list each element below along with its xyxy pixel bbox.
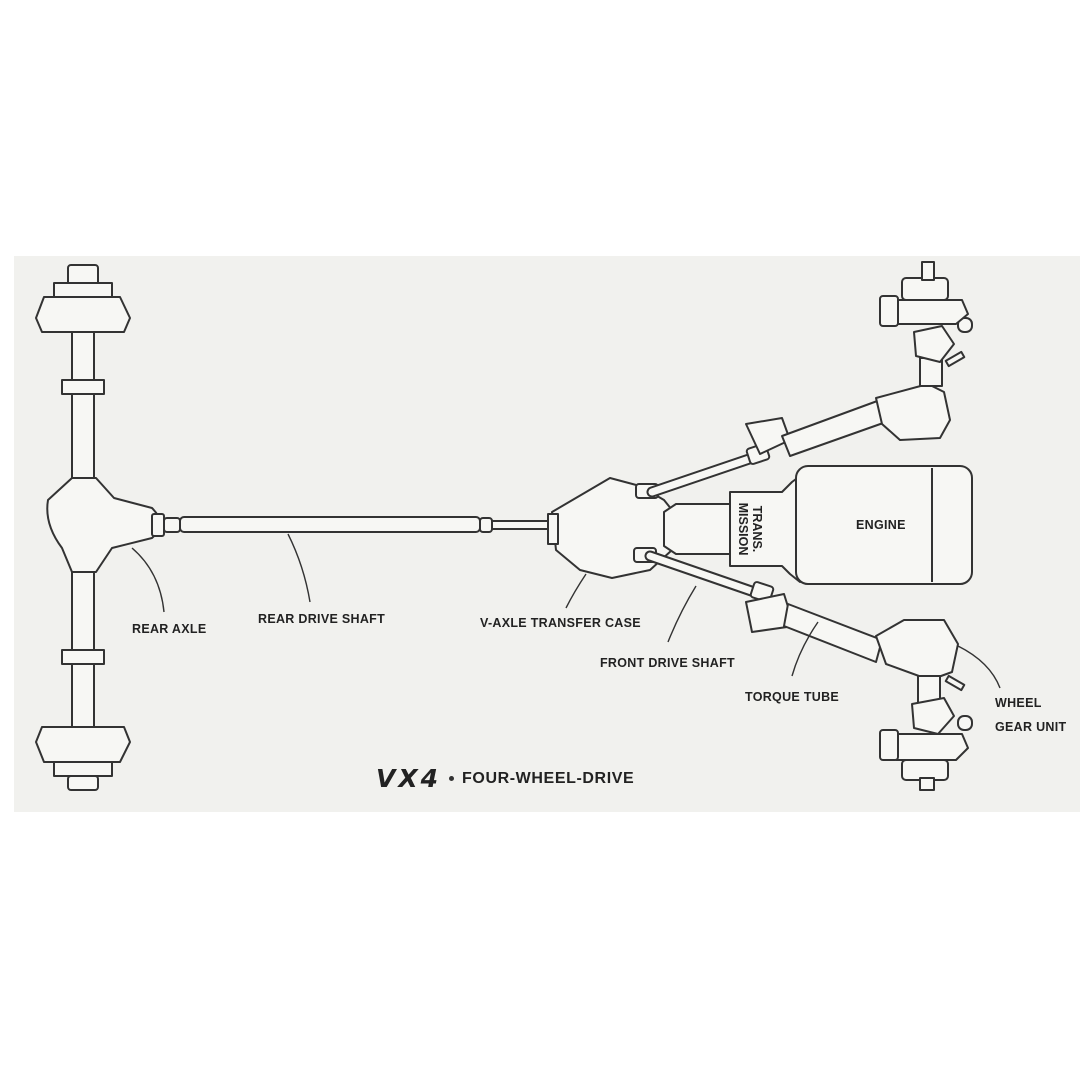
label-gear-unit: GEAR UNIT	[995, 720, 1067, 734]
caption-model-name: VX4	[376, 764, 442, 793]
rear-axle-upper-tube	[71, 331, 95, 479]
rear-bottom-wheel-hub	[35, 726, 131, 791]
leader-rear-axle	[131, 547, 165, 613]
label-transmission: TRANS. MISSION	[736, 494, 764, 564]
leader-wheel-gear-unit	[957, 645, 1001, 689]
label-transfer-case: V-AXLE TRANSFER CASE	[480, 616, 641, 630]
engine	[795, 465, 973, 585]
label-wheel: WHEEL	[995, 696, 1042, 710]
diagram-caption: VX4 FOUR-WHEEL-DRIVE	[376, 764, 634, 793]
label-transmission-line1: TRANS.	[750, 505, 764, 553]
rear-axle-lower-collar	[61, 649, 105, 665]
rear-drive-shaft	[179, 516, 553, 533]
label-rear-axle: REAR AXLE	[132, 622, 207, 636]
caption-bullet	[449, 776, 455, 781]
lower-torque-tube	[745, 593, 959, 681]
label-engine: ENGINE	[856, 518, 906, 532]
rear-differential-housing	[46, 477, 161, 573]
caption-title: FOUR-WHEEL-DRIVE	[462, 769, 635, 787]
rear-axle-upper-collar	[61, 379, 105, 395]
rear-top-wheel-hub	[35, 264, 131, 333]
leader-rear-drive-shaft	[287, 533, 311, 603]
leader-transfer-case	[565, 573, 587, 609]
label-rear-drive-shaft: REAR DRIVE SHAFT	[258, 612, 386, 626]
rear-axle-assembly	[35, 264, 181, 791]
leader-torque-tube	[791, 621, 819, 677]
leader-lines	[131, 533, 1001, 689]
transmission	[663, 475, 801, 583]
label-transmission-line2: MISSION	[736, 502, 750, 556]
label-front-drive-shaft: FRONT DRIVE SHAFT	[600, 656, 735, 670]
upper-torque-tube	[745, 383, 951, 457]
label-torque-tube: TORQUE TUBE	[745, 690, 840, 704]
rear-universal-joint	[151, 513, 181, 537]
lower-wheel-gear-unit	[879, 674, 973, 791]
front-upper-drive-shaft	[646, 443, 771, 498]
upper-wheel-gear-unit	[879, 261, 973, 387]
leader-front-drive-shaft	[667, 585, 697, 643]
